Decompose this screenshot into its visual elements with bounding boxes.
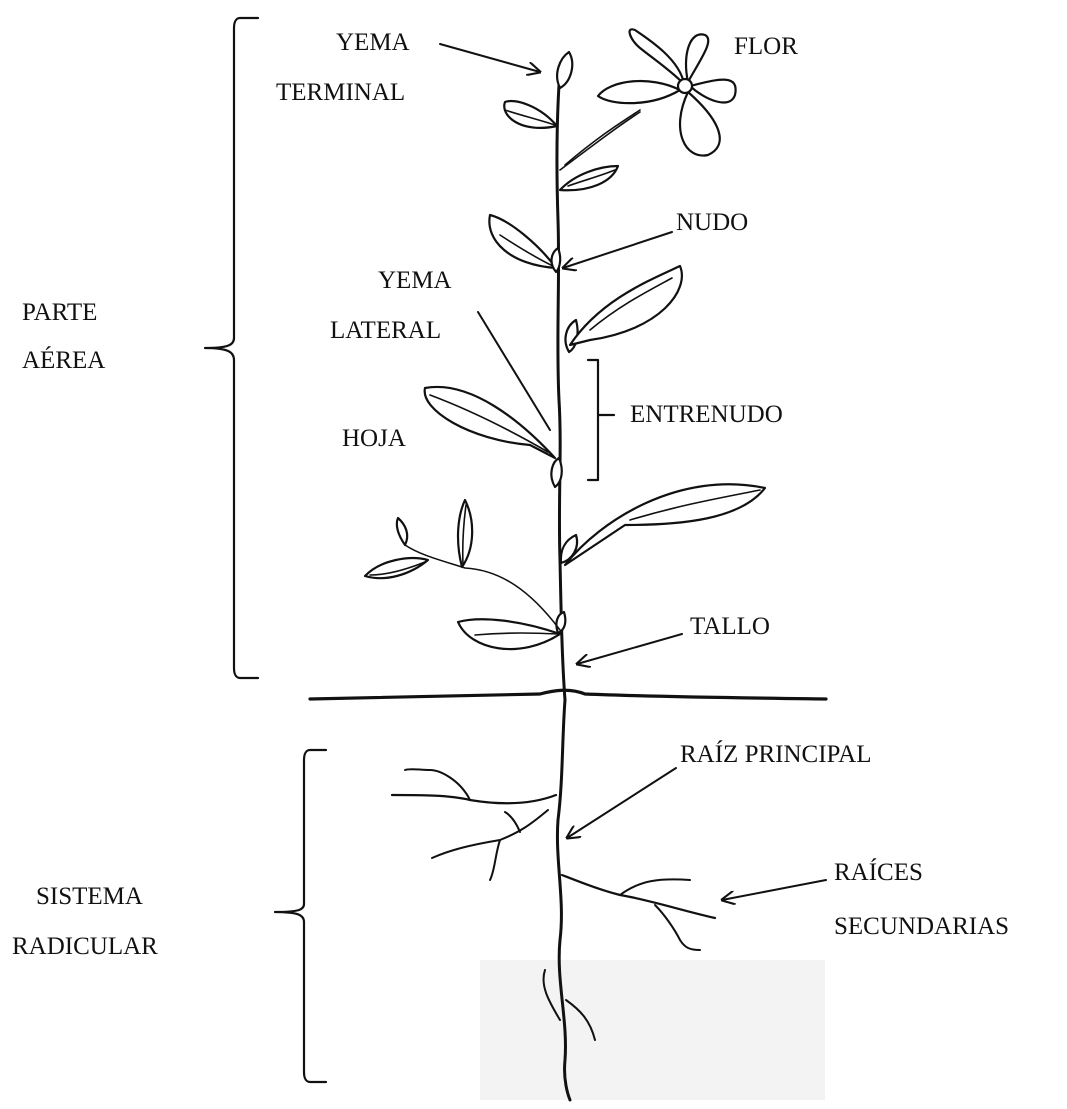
brace-sistema-radicular [275, 750, 326, 1082]
soil-shade [480, 960, 825, 1100]
label-tallo: TALLO [690, 613, 770, 640]
label-nudo: NUDO [676, 209, 748, 236]
arrow-tallo [577, 634, 682, 664]
arrow-raiz-principal [567, 768, 676, 838]
ground-line [310, 690, 826, 699]
terminal-bud [557, 52, 572, 88]
label-hoja: HOJA [342, 425, 406, 452]
arrow-yema-terminal [440, 44, 540, 72]
bracket-entrenudo [588, 360, 614, 480]
arrow-raices-secundarias [722, 880, 826, 900]
label-raices-secundarias-1: RAÍCES [834, 858, 923, 886]
flower [560, 29, 736, 170]
leaf-node-left [489, 215, 556, 268]
brace-parte-aerea [205, 18, 258, 678]
label-yema-terminal-1: YEMA [336, 29, 410, 56]
leaf-middle-right [570, 266, 682, 345]
side-branch [405, 545, 560, 630]
label-entrenudo: ENTRENUDO [630, 401, 783, 428]
label-yema-terminal-2: TERMINAL [276, 79, 405, 106]
label-parte-aerea-1: PARTE [22, 299, 97, 326]
label-sistema-radicular-1: SISTEMA [36, 883, 143, 910]
leaf-upper-right [560, 166, 618, 190]
arrow-nudo [563, 232, 672, 268]
main-stem [557, 70, 565, 700]
leaf-lower-right [565, 484, 765, 565]
leaf-hoja [425, 387, 555, 458]
label-yema-lateral-1: YEMA [378, 267, 452, 294]
label-sistema-radicular-2: RADICULAR [12, 933, 158, 960]
label-raiz-principal: RAÍZ PRINCIPAL [680, 740, 871, 768]
label-parte-aerea-2: AÉREA [22, 346, 105, 374]
label-yema-lateral-2: LATERAL [330, 317, 441, 344]
label-flor: FLOR [734, 33, 798, 60]
label-raices-secundarias-2: SECUNDARIAS [834, 913, 1009, 940]
